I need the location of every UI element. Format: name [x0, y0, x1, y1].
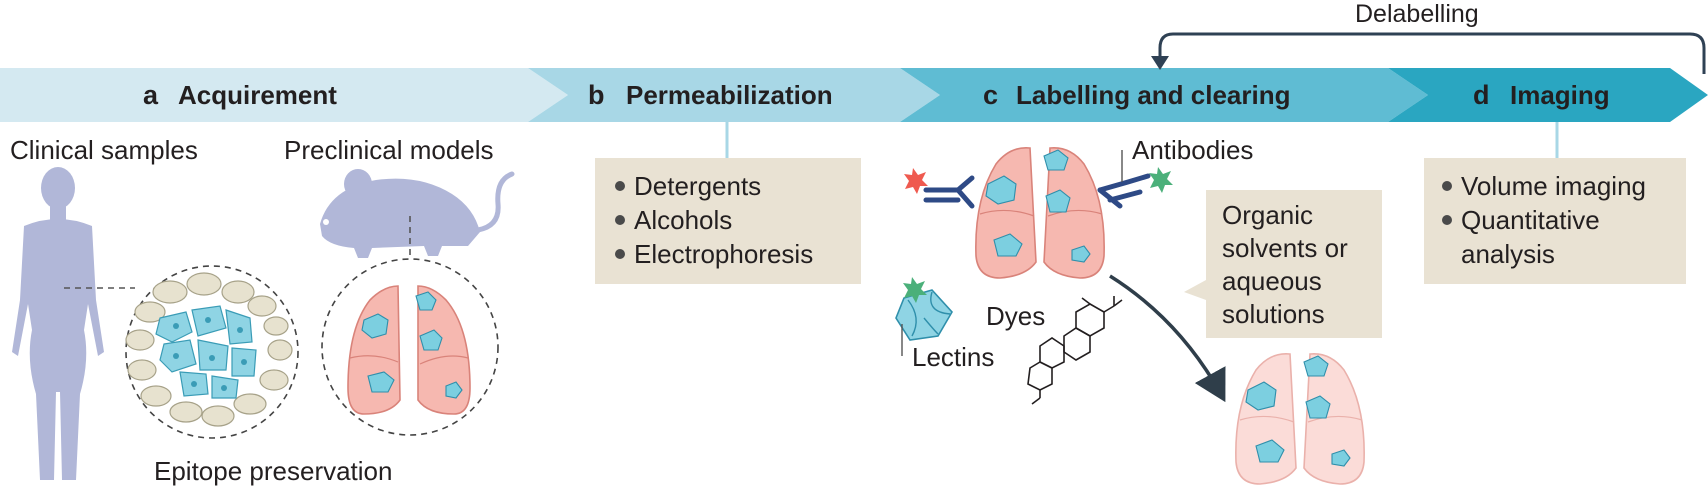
human-silhouette-icon	[12, 167, 104, 480]
stage-d-letter: d	[1473, 80, 1490, 110]
mouse-silhouette-icon	[320, 169, 515, 258]
antibodies-label: Antibodies	[1132, 135, 1253, 165]
permeabilization-item-electrophoresis: Electrophoresis	[634, 239, 813, 269]
lectins-label: Lectins	[912, 342, 994, 372]
imaging-item-quantitative: Quantitative	[1461, 205, 1600, 235]
stage-a-title: Acquirement	[178, 80, 337, 110]
imaging-box	[1424, 158, 1686, 284]
stage-d-title: Imaging	[1510, 80, 1610, 110]
permeabilization-box	[595, 158, 861, 284]
solvents-line-2: solvents or	[1222, 233, 1348, 263]
stage-b-title: Permeabilization	[626, 80, 833, 110]
solvents-callout	[1184, 190, 1382, 338]
delabelling-label: Delabelling	[1355, 0, 1479, 28]
delabelling-loop-arrow	[1158, 32, 1706, 74]
clinical-samples-label: Clinical samples	[10, 135, 198, 165]
fluorophore-red-icon	[904, 168, 928, 194]
lung-specimen-circle	[321, 258, 499, 436]
stage-d-band	[1388, 68, 1708, 122]
solvents-line-1: Organic	[1222, 200, 1313, 230]
stage-c-letter: c	[983, 80, 998, 110]
solvents-line-4: solutions	[1222, 299, 1325, 329]
fluorophore-green-icon	[1149, 167, 1173, 193]
delabelling-arrowhead	[1151, 56, 1169, 70]
stage-b-letter: b	[588, 80, 605, 110]
imaging-item-analysis: analysis	[1461, 239, 1555, 269]
antibody-right-icon	[1097, 173, 1151, 209]
labelled-lungs-icon	[975, 147, 1105, 279]
permeabilization-item-detergents: Detergents	[634, 171, 761, 201]
epitope-preservation-label: Epitope preservation	[154, 456, 392, 486]
antibody-left-icon	[923, 175, 975, 209]
imaging-list: Volume imaging Quantitative analysis	[1442, 171, 1646, 269]
stage-c-title: Labelling and clearing	[1016, 80, 1291, 110]
lungs-icon	[347, 285, 471, 415]
stage-c-band	[900, 68, 1428, 122]
dye-molecule-icon	[1027, 296, 1123, 405]
preclinical-models-label: Preclinical models	[284, 135, 494, 165]
stage-b-band	[528, 68, 940, 122]
clearing-arrow	[1109, 274, 1226, 403]
stage-a-letter: a	[143, 80, 159, 110]
dyes-label: Dyes	[986, 301, 1045, 331]
imaging-item-volume: Volume imaging	[1461, 171, 1646, 201]
permeabilization-list: Detergents Alcohols Electrophoresis	[615, 171, 813, 269]
tissue-cells-icon	[125, 265, 299, 439]
stage-a-band	[0, 68, 568, 122]
solvents-line-3: aqueous	[1222, 266, 1322, 296]
cleared-lungs-icon	[1235, 353, 1365, 485]
permeabilization-item-alcohols: Alcohols	[634, 205, 732, 235]
lectin-icon	[895, 277, 953, 341]
